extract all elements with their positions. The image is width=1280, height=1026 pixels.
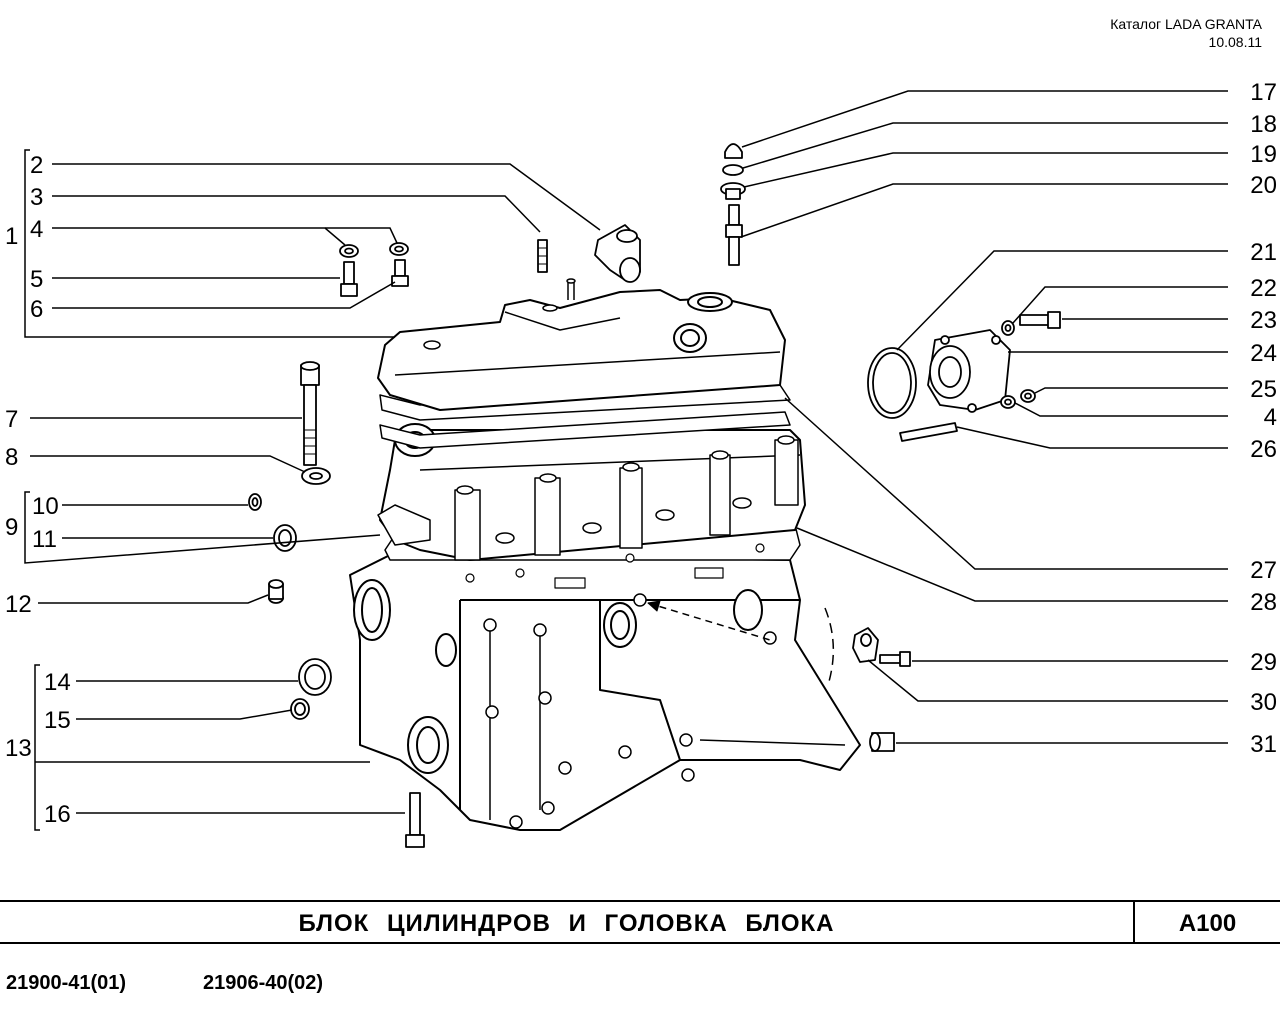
callout-right-25: 25: [1250, 376, 1277, 403]
callout-right-31: 31: [1250, 731, 1277, 758]
callout-right-21: 21: [1250, 239, 1277, 266]
callout-right-17: 17: [1250, 79, 1277, 106]
callout-left-12: 12: [5, 591, 32, 618]
callout-left-13: 13: [5, 735, 32, 762]
callout-right-20: 20: [1250, 172, 1277, 199]
callout-left-14: 14: [44, 669, 71, 696]
engine-block: [349, 278, 861, 831]
callout-left-3: 3: [30, 184, 43, 211]
callout-right-19: 19: [1250, 141, 1277, 168]
callout-right-28: 28: [1250, 589, 1277, 616]
callout-left-6: 6: [30, 296, 43, 323]
callout-left-16: 16: [44, 801, 71, 828]
callout-left-4: 4: [30, 216, 43, 243]
model-code-1: 21900-41(01): [6, 972, 127, 994]
callout-right-27: 27: [1250, 557, 1277, 584]
callout-left-7: 7: [5, 406, 18, 433]
callout-left-2: 2: [30, 152, 43, 179]
callout-right-26: 26: [1250, 436, 1277, 463]
callout-left-9: 9: [5, 514, 18, 541]
callout-left-10: 10: [32, 493, 59, 520]
callout-left-8: 8: [5, 444, 18, 471]
callout-right-23: 23: [1250, 307, 1277, 334]
title-bar: БЛОК ЦИЛИНДРОВ И ГОЛОВКА БЛОКА A100: [0, 900, 1280, 944]
callout-right-30: 30: [1250, 689, 1277, 716]
callout-numbers: 1 2 3 4 5 6 7 8 9 10 11 12 13 14 15 16 1…: [5, 79, 1277, 828]
leader-lines: [24, 90, 1228, 831]
section-title: БЛОК ЦИЛИНДРОВ И ГОЛОВКА БЛОКА: [298, 910, 835, 937]
callout-right-4: 4: [1264, 404, 1277, 431]
callout-right-29: 29: [1250, 649, 1277, 676]
section-code: A100: [1178, 910, 1237, 937]
model-code-2: 21906-40(02): [203, 972, 324, 994]
callout-right-24: 24: [1250, 340, 1277, 367]
callout-left-5: 5: [30, 266, 43, 293]
callout-left-11: 11: [32, 526, 57, 553]
title-divider: [1133, 902, 1135, 942]
small-parts: [248, 143, 1061, 848]
callout-left-15: 15: [44, 707, 71, 734]
catalog-date: 10.08.11: [1208, 34, 1262, 50]
callout-right-18: 18: [1250, 111, 1277, 138]
callout-left-1: 1: [5, 223, 18, 250]
callout-right-22: 22: [1250, 275, 1277, 302]
catalog-name: Каталог LADA GRANTA: [1110, 16, 1262, 32]
